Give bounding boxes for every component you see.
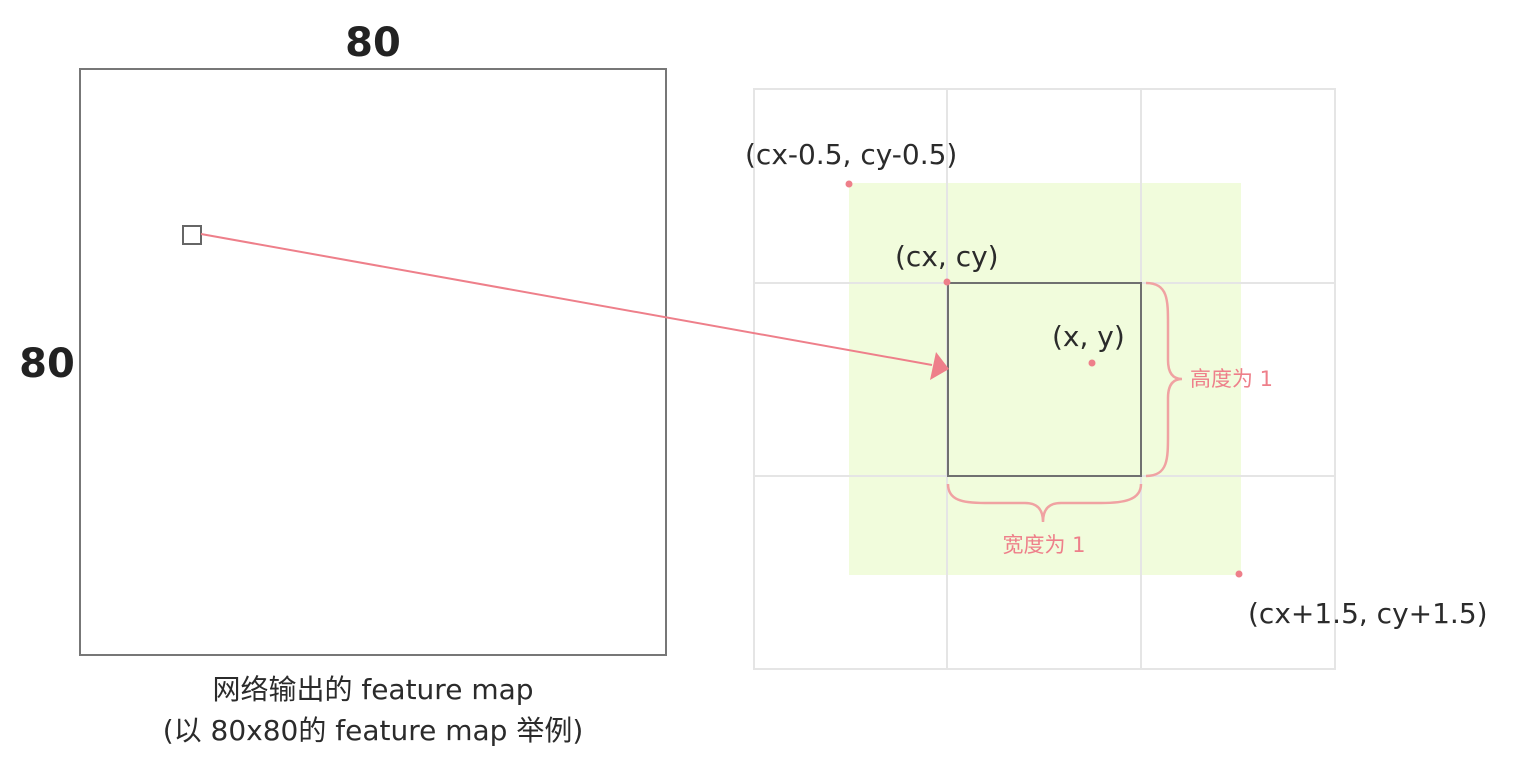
- grid-outer-border: [753, 88, 1336, 670]
- feature-map-height-label: 80: [19, 341, 75, 387]
- point-cell-origin: [943, 278, 951, 286]
- point-top-left: [845, 180, 853, 188]
- width-label: 宽度为 1: [1002, 533, 1085, 557]
- label-bottom-right: (cx+1.5, cy+1.5): [1248, 597, 1488, 630]
- label-point-xy: (x, y): [1052, 320, 1125, 353]
- grid-cell-box: [947, 282, 1142, 477]
- feature-map-cell: [182, 225, 202, 245]
- point-xy: [1088, 359, 1096, 367]
- grid-panel: (cx-0.5, cy-0.5) (cx, cy) (x, y) (cx+1.5…: [745, 88, 1488, 670]
- mapping-arrowhead: [930, 352, 949, 380]
- mapping-arrow-line: [200, 233, 933, 366]
- width-brace: [946, 483, 1143, 523]
- feature-map-width-label: 80: [345, 20, 401, 66]
- feature-map-caption-line2: (以 80x80的 feature map 举例): [163, 714, 584, 747]
- height-label: 高度为 1: [1190, 367, 1273, 391]
- point-bottom-right: [1235, 570, 1243, 578]
- height-brace: [1145, 281, 1183, 478]
- feature-map-caption-line1: 网络输出的 feature map: [212, 673, 533, 706]
- feature-map-box: [79, 68, 667, 656]
- label-top-left: (cx-0.5, cy-0.5): [745, 138, 957, 171]
- label-cell-origin: (cx, cy): [895, 240, 999, 273]
